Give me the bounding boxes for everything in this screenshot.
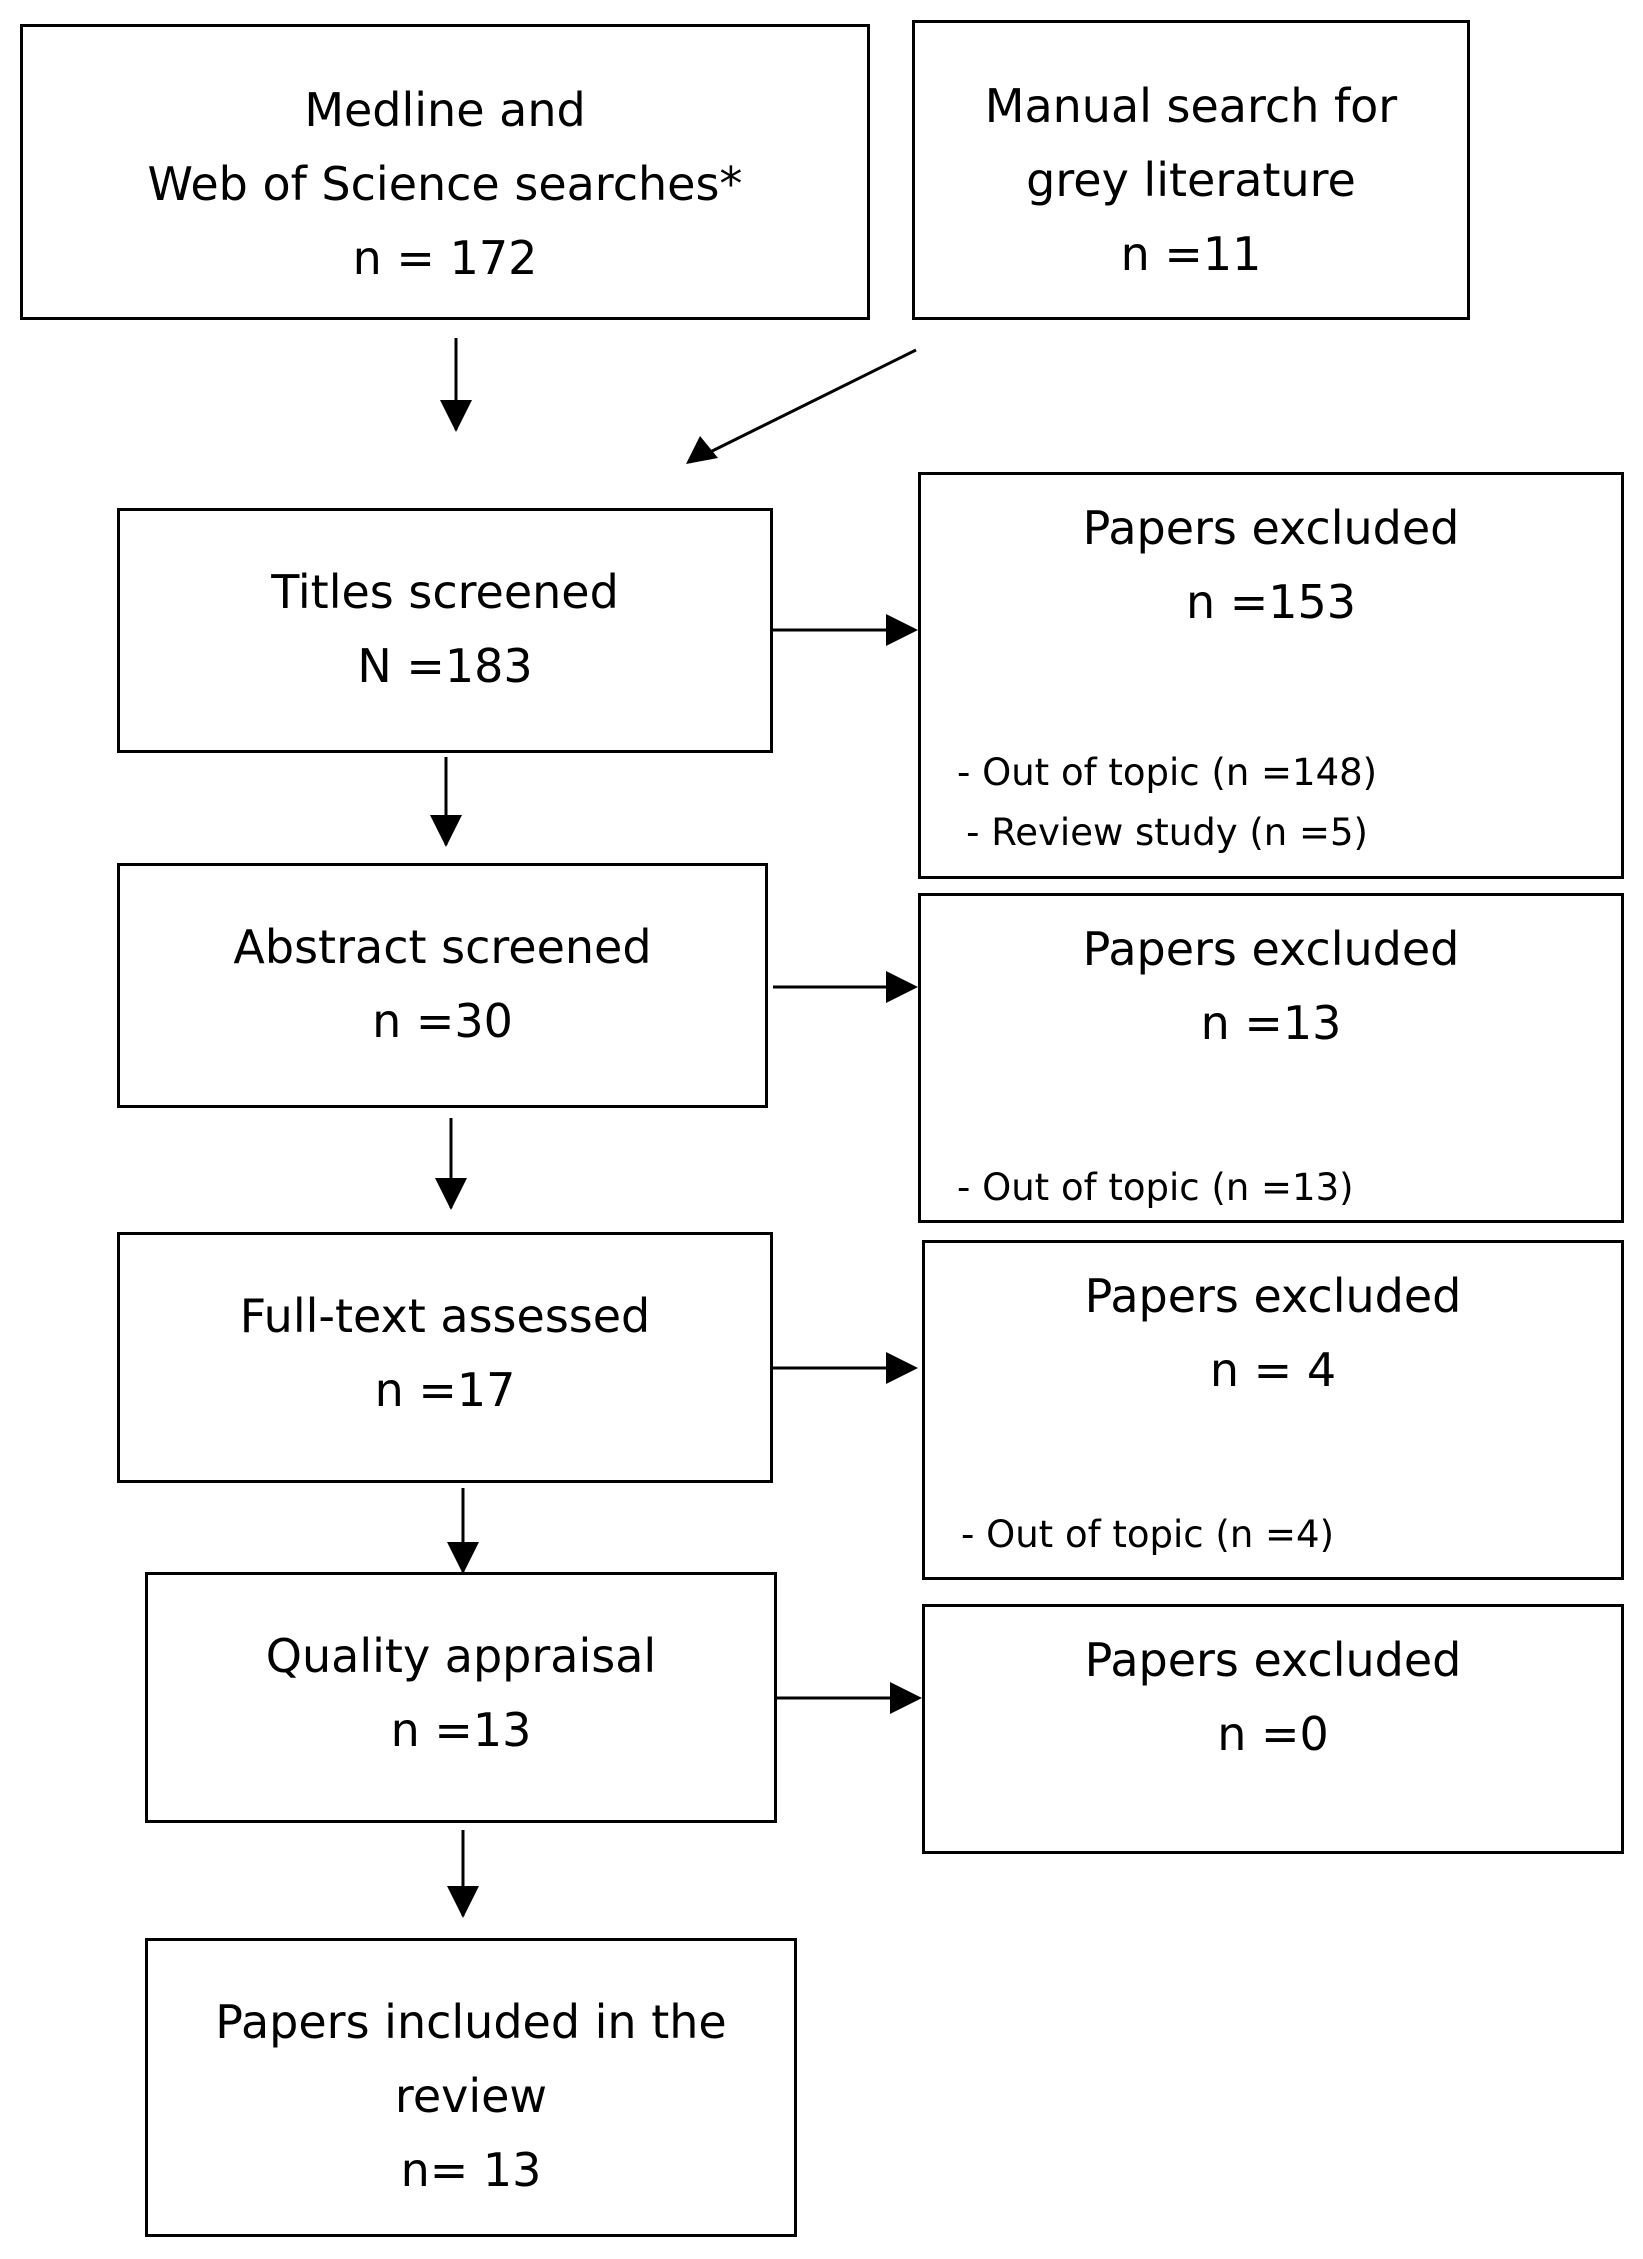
box-text: grey literature [1026, 153, 1356, 207]
excluded-label: Papers excluded [1084, 1269, 1462, 1323]
arrowhead [430, 815, 462, 847]
box-count: n =13 [390, 1703, 532, 1757]
arrowhead [886, 971, 918, 1003]
box-count: n =30 [372, 994, 513, 1048]
box-text: Titles screened [271, 565, 619, 619]
excluded-count: n =13 [1200, 996, 1342, 1050]
titles-excluded-box: Papers excluded n =153 - Out of topic (n… [918, 472, 1624, 879]
box-count: N =183 [357, 639, 533, 693]
box-text: Papers included in the [215, 1995, 727, 2049]
quality-appraisal-box: Quality appraisal n =13 [145, 1572, 777, 1823]
arrowhead [886, 1352, 918, 1384]
arrowhead [886, 614, 918, 646]
arrow-grey-to-titles [689, 348, 917, 464]
exclusion-reason: - Review study (n =5) [966, 811, 1368, 854]
exclusion-reason: - Out of topic (n =13) [957, 1166, 1354, 1209]
excluded-label: Papers excluded [1084, 1633, 1462, 1687]
box-count: n =17 [374, 1363, 516, 1417]
excluded-label: Papers excluded [1082, 501, 1460, 555]
box-text: Manual search for [984, 79, 1398, 133]
arrowhead [686, 436, 718, 464]
excluded-label: Papers excluded [1082, 922, 1460, 976]
fulltext-excluded-box: Papers excluded n = 4 - Out of topic (n … [922, 1240, 1624, 1580]
database-search-box: Medline and Web of Science searches* n =… [20, 24, 870, 320]
quality-excluded-box: Papers excluded n =0 [922, 1604, 1624, 1854]
box-text: Medline and [304, 83, 586, 137]
arrowhead [447, 1886, 479, 1918]
arrowhead [435, 1178, 467, 1210]
box-text: Quality appraisal [265, 1629, 657, 1683]
arrowhead [440, 400, 472, 432]
arrowhead [890, 1682, 922, 1714]
exclusion-reason: - Out of topic (n =4) [961, 1513, 1335, 1556]
arrowhead [447, 1542, 479, 1574]
abstract-excluded-box: Papers excluded n =13 - Out of topic (n … [918, 893, 1624, 1223]
box-text: Web of Science searches* [147, 157, 743, 211]
box-text: Full-text assessed [239, 1289, 651, 1343]
fulltext-assessed-box: Full-text assessed n =17 [117, 1232, 773, 1483]
exclusion-reason: - Out of topic (n =148) [957, 751, 1378, 794]
box-text: review [394, 2069, 548, 2123]
grey-literature-box: Manual search for grey literature n =11 [912, 20, 1470, 320]
box-count: n =11 [1120, 227, 1262, 281]
titles-screened-box: Titles screened N =183 [117, 508, 773, 753]
box-text: Abstract screened [233, 920, 652, 974]
abstract-screened-box: Abstract screened n =30 [117, 863, 768, 1108]
excluded-count: n =0 [1217, 1707, 1329, 1761]
papers-included-box: Papers included in the review n= 13 [145, 1938, 797, 2237]
box-count: n = 172 [352, 231, 538, 285]
excluded-count: n = 4 [1209, 1343, 1337, 1397]
box-count: n= 13 [400, 2143, 542, 2197]
excluded-count: n =153 [1185, 575, 1357, 629]
